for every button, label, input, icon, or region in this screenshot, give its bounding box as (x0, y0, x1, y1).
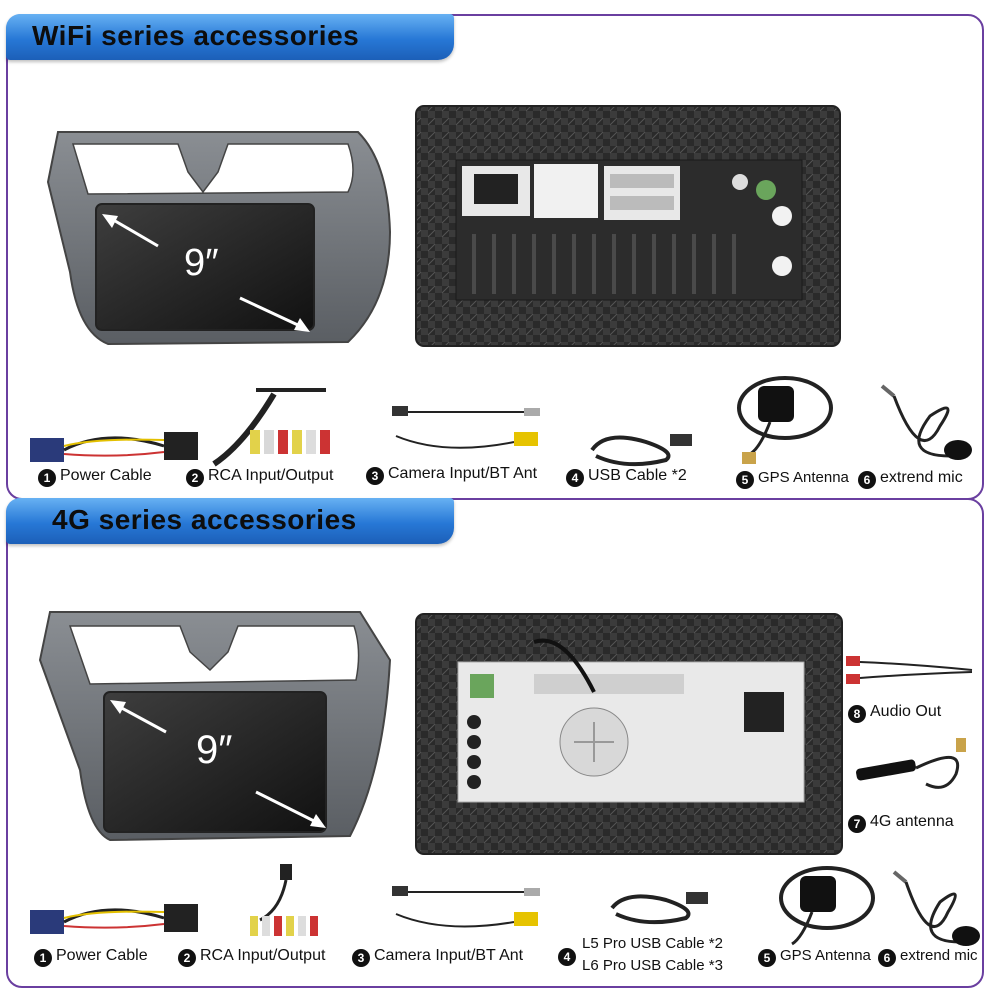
camera-bt-cable-image (392, 886, 540, 928)
rca-cable-image (212, 388, 330, 467)
section-title-ribbon: WiFi series accessories (6, 14, 454, 60)
screen-size-label: 9″ (196, 728, 233, 772)
power-cable-image (30, 432, 198, 462)
usb-cable-image (610, 892, 708, 925)
section-title-ribbon: 4G series accessories (6, 498, 454, 544)
mic-image (880, 384, 972, 460)
section-title: 4G series accessories (52, 504, 357, 535)
screen-size-label: 9″ (184, 242, 219, 284)
accessory-label-usb-l6: L6 Pro USB Cable *3 (582, 957, 723, 974)
accessory-label-usb-l5: L5 Pro USB Cable *2 (582, 935, 723, 952)
usb-cable-image (590, 434, 692, 467)
gps-antenna-image (779, 866, 875, 946)
rca-cable-image (250, 864, 318, 936)
head-unit-back-image (415, 105, 841, 347)
audio-out-cable-image (846, 656, 973, 684)
4g-antenna-image (856, 738, 966, 789)
section-title: WiFi series accessories (32, 20, 360, 51)
wifi-accessories-panel: WiFi series accessories 9″ (6, 14, 984, 500)
head-unit-back-image (415, 613, 843, 855)
mic-image (892, 870, 980, 946)
head-unit-front-image (46, 131, 392, 346)
accessory-num-usb: 4 (558, 946, 580, 966)
camera-bt-cable-image (392, 406, 540, 449)
power-cable-image (30, 904, 198, 934)
head-unit-front-image (38, 611, 392, 842)
gps-antenna-image (737, 376, 833, 464)
